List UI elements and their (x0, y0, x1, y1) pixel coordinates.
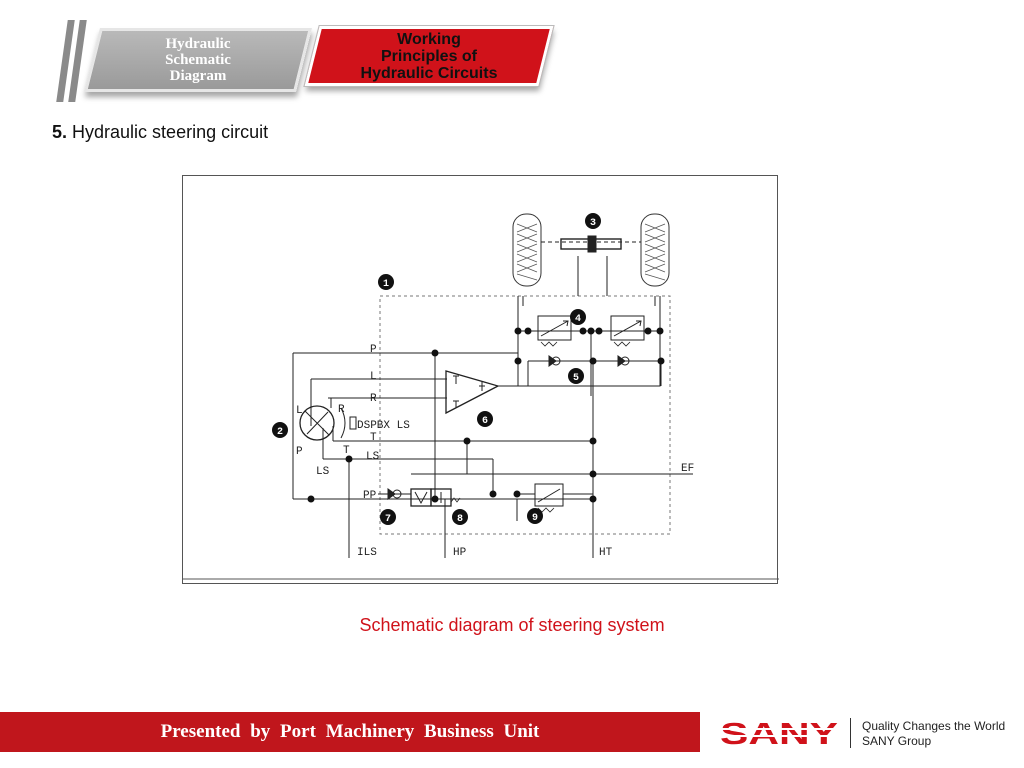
label-ht: HT (599, 547, 613, 559)
callout-3 (585, 213, 601, 229)
steering-cylinder (560, 235, 622, 296)
figure-caption: Schematic diagram of steering system (359, 615, 665, 635)
section-heading: 5. Hydraulic steering circuit (52, 122, 268, 143)
relief-valve-left (537, 315, 572, 347)
logo-divider (850, 718, 851, 748)
callout-9 (527, 508, 543, 524)
label-spbx: DSPBX LS (357, 420, 410, 432)
check-valves (548, 355, 630, 367)
tab-label-line: Diagram (169, 68, 227, 84)
label-l-left: L (296, 405, 303, 417)
label-hp: HP (453, 547, 467, 559)
steering-schematic-figure: 1 2 3 4 5 6 7 8 9 P L R L R P DSPBX LS (182, 175, 779, 584)
slogan: Quality Changes the World SANY Group (862, 719, 1005, 749)
line-labels: P L R L R P DSPBX LS T T LS LS PP EF ILS… (296, 344, 694, 559)
slogan-line1: Quality Changes the World (862, 719, 1006, 733)
label-ls1: LS (366, 451, 380, 463)
circuit-lines (292, 296, 693, 558)
callout-8 (452, 509, 468, 525)
junction-dots (307, 327, 665, 503)
wheel-right (640, 213, 670, 287)
label-r: R (370, 393, 377, 405)
callout-2-label: 2 (277, 427, 283, 438)
callout-8-label: 8 (457, 514, 463, 525)
section-number: 5. (52, 122, 68, 142)
footer-bar: Presented by Port Machinery Business Uni… (0, 712, 700, 752)
tab-working-principles[interactable]: Working Principles of Hydraulic Circuits (303, 25, 555, 87)
valve-block-outline (379, 295, 671, 535)
callout-5 (568, 368, 584, 384)
label-ef: EF (681, 463, 694, 475)
tab-label-line: Hydraulic Circuits (360, 64, 498, 82)
header-tabs: Hydraulic Schematic Diagram Working Prin… (0, 0, 600, 110)
label-t1: T (370, 432, 377, 444)
sany-logo-text: SANY (720, 716, 838, 750)
label-t2: T (343, 445, 350, 457)
sany-logo: SANY (720, 716, 838, 750)
label-r-small: R (338, 404, 345, 416)
callout-4-label: 4 (575, 314, 581, 325)
tab-label-line: Schematic (165, 52, 231, 68)
callout-6 (477, 411, 493, 427)
label-ls2: LS (316, 466, 330, 478)
callout-1-label: 1 (383, 279, 389, 290)
relief-valve-9 (517, 483, 593, 513)
priority-valve (445, 370, 500, 415)
callout-6-label: 6 (482, 416, 488, 427)
callout-2 (272, 422, 288, 438)
directional-valve (378, 488, 461, 507)
callout-5-label: 5 (573, 373, 579, 384)
relief-valve-right (610, 315, 645, 347)
label-ils: ILS (357, 547, 377, 559)
callout-3-label: 3 (590, 218, 596, 229)
slogan-line2: SANY Group (862, 734, 932, 748)
callout-bubbles: 1 2 3 4 5 6 7 8 9 (272, 213, 601, 525)
label-l: L (370, 371, 377, 383)
tab-label-line: Hydraulic (165, 36, 231, 52)
footer-text: Presented by Port Machinery Business Uni… (160, 721, 540, 742)
hydraulic-schematic: 1 2 3 4 5 6 7 8 9 P L R L R P DSPBX LS (183, 213, 779, 580)
wheel-left (512, 213, 542, 287)
callout-1 (378, 274, 394, 290)
callout-7 (380, 509, 396, 525)
steering-unit (299, 405, 357, 441)
label-pp: PP (363, 490, 377, 502)
label-p: P (370, 344, 377, 356)
callout-7-label: 7 (385, 514, 391, 525)
callout-4 (570, 309, 586, 325)
label-p-left: P (296, 446, 303, 458)
tab-hydraulic-schematic-diagram[interactable]: Hydraulic Schematic Diagram (84, 28, 312, 92)
callout-9-label: 9 (532, 513, 538, 524)
tab-label-line: Working (397, 30, 461, 48)
tab-label-line: Principles of (380, 47, 478, 65)
section-title: Hydraulic steering circuit (72, 122, 269, 142)
